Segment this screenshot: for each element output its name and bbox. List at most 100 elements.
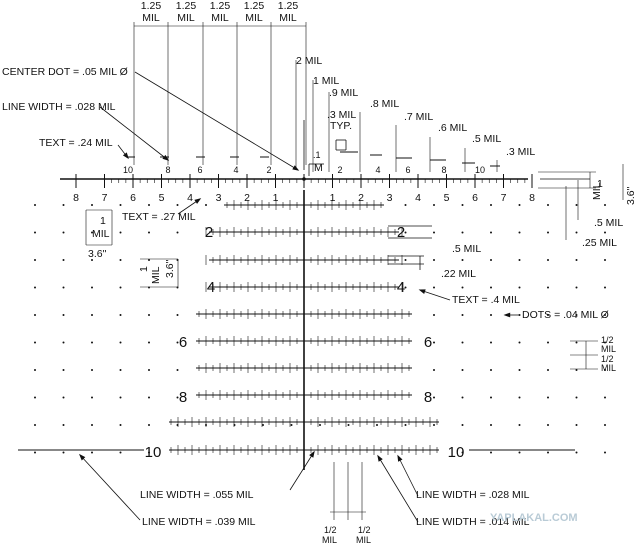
mid-36: 3.6" — [164, 259, 176, 278]
crosshair-number: 2 — [244, 192, 250, 204]
grid-dot — [547, 231, 549, 234]
grid-dot — [518, 341, 521, 344]
arrowhead — [397, 454, 403, 462]
scale-number-right: 8 — [424, 389, 432, 406]
grid-dot — [518, 396, 521, 399]
right-05mil: .5 MIL — [594, 217, 623, 229]
arrowhead — [503, 312, 511, 318]
grid-dot — [433, 286, 435, 289]
grid-dot — [518, 259, 521, 261]
spacing-unit: MIL — [177, 12, 195, 24]
grid-dot — [34, 314, 36, 316]
grid-dot — [262, 424, 264, 426]
watermark: YAPLAKAL.COM — [490, 512, 578, 524]
lw-039-leader — [79, 454, 141, 521]
spacing-value: 1.25 — [141, 0, 162, 12]
bottom-mil-2: MIL — [356, 535, 371, 545]
grid-dot — [404, 259, 407, 261]
grid-dot — [91, 314, 93, 316]
grid-dot — [34, 231, 36, 234]
left-36: 3.6" — [88, 248, 107, 260]
ruler-number: 6 — [405, 165, 410, 175]
ruler-number: 8 — [441, 165, 446, 175]
grid-dot — [490, 231, 492, 234]
grid-dot — [461, 286, 464, 289]
half-mil-2: 1/2 — [601, 354, 614, 364]
grid-dot — [604, 396, 606, 399]
grid-dot — [547, 341, 549, 344]
right-025mil: .25 MIL — [582, 237, 617, 249]
crosshair-number: 3 — [216, 192, 222, 204]
grid-dot — [461, 341, 464, 344]
grid-dot — [604, 451, 606, 454]
grid-dot — [347, 424, 350, 426]
half-mil-1: 1/2 — [601, 335, 614, 345]
right-1: 1 — [597, 178, 603, 190]
scale-number-left: 10 — [145, 444, 162, 461]
grid-dot — [91, 259, 93, 261]
grid-dot — [34, 369, 36, 371]
scale-number-left: 8 — [179, 389, 187, 406]
grid-dot — [119, 396, 122, 399]
right-36: 3.6" — [625, 186, 637, 205]
grid-dot — [575, 396, 578, 399]
grid-dot — [490, 396, 492, 399]
mid-1: 1 — [138, 266, 150, 272]
grid-dot — [91, 451, 93, 454]
ruler-number: 10 — [475, 165, 485, 175]
grid-dot — [490, 259, 492, 261]
grid-dot — [176, 231, 179, 234]
grid-dot — [404, 231, 407, 234]
grid-dot — [575, 451, 578, 454]
grid-dot — [433, 396, 435, 399]
grid-dot — [547, 369, 549, 371]
arrowhead — [122, 152, 129, 160]
spacing-labels: 1.25 MIL 1.25 MIL 1.25 MIL 1.25 MIL 1.25… — [141, 0, 299, 24]
text-size-callout: TEXT = .24 MIL — [39, 137, 113, 149]
grid-dot — [34, 286, 36, 289]
grid-dot — [62, 396, 65, 399]
grid-dot — [205, 204, 207, 206]
grid-dot — [604, 341, 606, 344]
grid-dot — [148, 396, 150, 399]
grid-dot — [62, 341, 65, 344]
dim-09mil: .9 MIL — [329, 87, 358, 99]
dim-1mil: 1 MIL — [313, 75, 339, 87]
grid-dot — [547, 314, 549, 316]
crosshair-number: 2 — [358, 192, 364, 204]
grid-dot — [461, 369, 464, 371]
grid-dot — [461, 451, 464, 454]
grid-dot — [575, 424, 578, 426]
grid-dot — [176, 286, 179, 289]
grid-dot — [575, 204, 578, 206]
arrowhead — [79, 453, 86, 461]
grid-dot — [518, 231, 521, 234]
half-mil-1-unit: MIL — [601, 344, 616, 354]
grid-dot — [34, 341, 36, 344]
text-4-leader — [419, 289, 451, 301]
grid-dot — [547, 451, 549, 454]
grid-dot — [604, 259, 606, 261]
grid-dot — [604, 424, 606, 426]
dim-m: M — [314, 162, 323, 174]
line-width-028-bottom: LINE WIDTH = .028 MIL — [416, 489, 530, 501]
grid-dot — [119, 259, 122, 261]
bottom-half-1: 1/2 — [324, 525, 337, 535]
crosshair-number: 3 — [387, 192, 393, 204]
text-size-callout-2: TEXT = .27 MIL — [122, 211, 196, 223]
dim-2mil: 2 MIL — [296, 55, 322, 67]
crosshair-number: 6 — [472, 192, 478, 204]
scale-number-left: 6 — [179, 334, 187, 351]
grid-dot — [91, 341, 93, 344]
grid-dot — [176, 369, 179, 371]
grid-dot — [148, 451, 150, 454]
crosshair-number: 8 — [73, 192, 79, 204]
crosshair-number: 4 — [415, 192, 421, 204]
grid-dot — [461, 424, 464, 426]
text-size-callout-3: TEXT = .4 MIL — [452, 294, 520, 306]
crosshair-number: 8 — [529, 192, 535, 204]
grid-dot — [575, 314, 578, 316]
grid-dot — [176, 204, 179, 206]
dim-08mil: .8 MIL — [370, 98, 399, 110]
crosshair-number: 5 — [159, 192, 165, 204]
